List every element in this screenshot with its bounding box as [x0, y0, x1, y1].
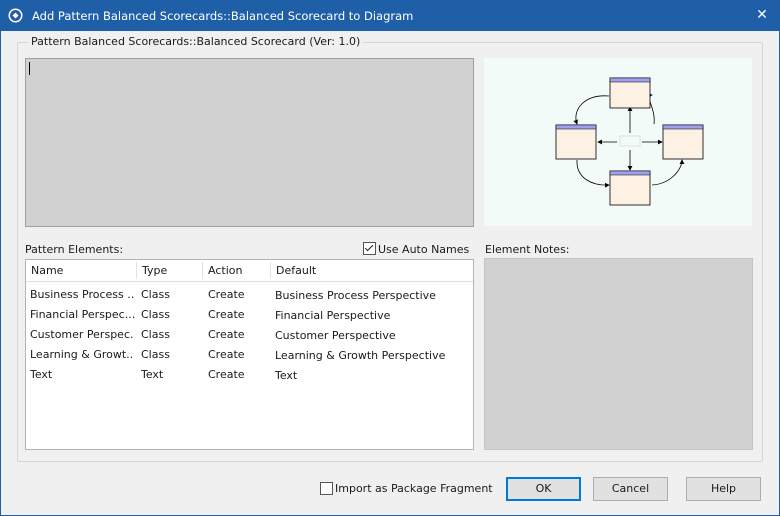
- cell-default[interactable]: Text: [275, 369, 298, 382]
- use-auto-names-label[interactable]: Use Auto Names: [378, 243, 470, 256]
- cell-default[interactable]: Financial Perspective: [275, 309, 391, 322]
- cell-name: Business Process ...: [30, 288, 134, 301]
- pattern-description-area[interactable]: [25, 58, 474, 227]
- cell-type: Class: [141, 328, 170, 341]
- ok-button[interactable]: OK: [506, 477, 581, 501]
- cell-default[interactable]: Business Process Perspective: [275, 289, 436, 302]
- cell-name: Text: [30, 368, 53, 381]
- import-fragment-checkbox[interactable]: [320, 482, 333, 495]
- use-auto-names-checkbox[interactable]: [363, 242, 376, 255]
- import-fragment-label[interactable]: Import as Package Fragment: [335, 482, 493, 495]
- element-notes-label: Element Notes:: [485, 243, 570, 256]
- cell-type: Class: [141, 348, 170, 361]
- preview-class-box: [555, 124, 597, 160]
- cell-action[interactable]: Create: [208, 288, 245, 301]
- column-separator[interactable]: [136, 262, 137, 279]
- cell-action[interactable]: Create: [208, 328, 245, 341]
- pattern-preview-image: [484, 58, 752, 226]
- cell-type: Text: [141, 368, 164, 381]
- cell-default[interactable]: Learning & Growth Perspective: [275, 349, 446, 362]
- table-row[interactable]: Learning & Growt... Class Create Learnin…: [26, 345, 473, 365]
- preview-class-box: [609, 77, 651, 109]
- pattern-elements-label: Pattern Elements:: [25, 243, 124, 256]
- pattern-group-box: [17, 42, 763, 462]
- preview-class-box: [609, 170, 651, 206]
- pattern-group-title: Pattern Balanced Scorecards::Balanced Sc…: [28, 35, 364, 48]
- column-header-action[interactable]: Action: [208, 264, 243, 277]
- column-header-type[interactable]: Type: [142, 264, 168, 277]
- element-notes-area[interactable]: [484, 258, 753, 450]
- cell-type: Class: [141, 288, 170, 301]
- pattern-elements-table[interactable]: Name Type Action Default Business Proces…: [25, 259, 474, 450]
- column-separator[interactable]: [270, 262, 271, 279]
- text-caret: [29, 62, 30, 75]
- column-header-default[interactable]: Default: [276, 264, 317, 277]
- help-button[interactable]: Help: [686, 477, 761, 501]
- cell-default[interactable]: Customer Perspective: [275, 329, 396, 342]
- app-icon: [8, 8, 23, 23]
- cancel-button[interactable]: Cancel: [593, 477, 668, 501]
- cell-action[interactable]: Create: [208, 368, 245, 381]
- title-bar[interactable]: Add Pattern Balanced Scorecards::Balance…: [1, 1, 779, 31]
- window-title: Add Pattern Balanced Scorecards::Balance…: [32, 9, 414, 23]
- table-row[interactable]: Financial Perspec... Class Create Financ…: [26, 305, 473, 325]
- column-header-name[interactable]: Name: [31, 264, 64, 277]
- preview-text-note: [619, 135, 641, 147]
- cell-name: Financial Perspec...: [30, 308, 134, 321]
- cell-name: Customer Perspec...: [30, 328, 134, 341]
- preview-class-box: [662, 124, 704, 160]
- cell-type: Class: [141, 308, 170, 321]
- table-row[interactable]: Text Text Create Text: [26, 365, 473, 385]
- table-header: Name Type Action Default: [26, 260, 473, 282]
- cell-action[interactable]: Create: [208, 348, 245, 361]
- column-separator[interactable]: [202, 262, 203, 279]
- table-row[interactable]: Business Process ... Class Create Busine…: [26, 285, 473, 305]
- table-row[interactable]: Customer Perspec... Class Create Custome…: [26, 325, 473, 345]
- cell-name: Learning & Growt...: [30, 348, 134, 361]
- close-icon[interactable]: ✕: [756, 7, 768, 23]
- cell-action[interactable]: Create: [208, 308, 245, 321]
